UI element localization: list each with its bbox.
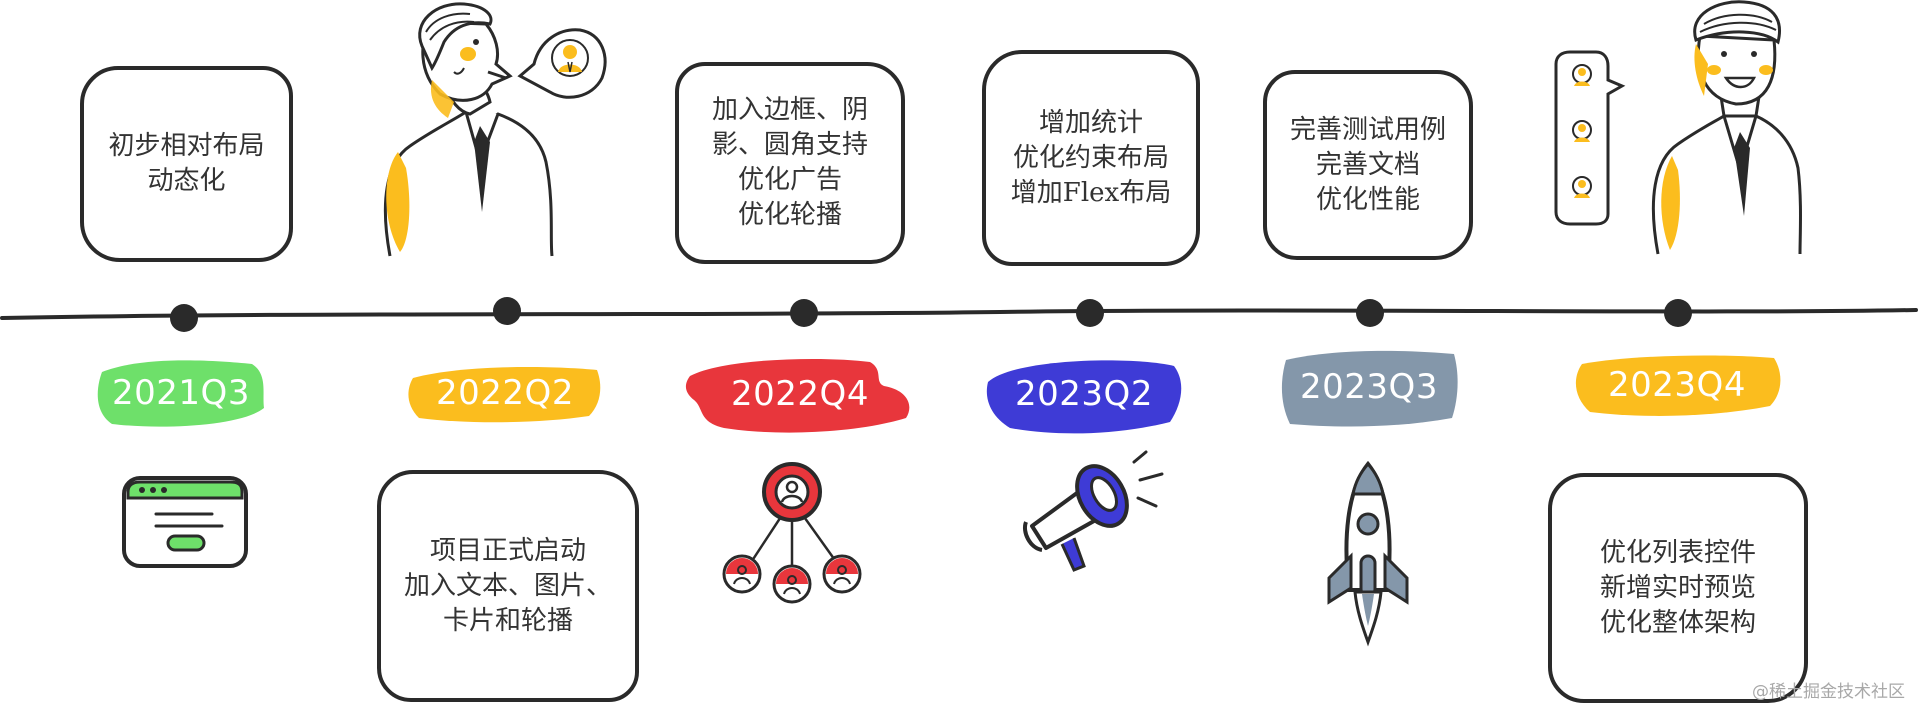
milestone-line: 优化整体架构 — [1600, 606, 1756, 641]
period-text: 2021Q3 — [112, 373, 250, 413]
period-text: 2022Q4 — [731, 374, 869, 414]
milestone-box-2023q3: 完善测试用例 完善文档 优化性能 — [1263, 70, 1473, 260]
period-text: 2023Q2 — [1015, 374, 1153, 414]
milestone-line: 优化列表控件 — [1600, 536, 1756, 571]
milestone-line: 完善测试用例 — [1290, 113, 1446, 148]
milestone-line: 加入文本、图片、 — [404, 569, 612, 604]
milestone-line: 动态化 — [147, 164, 225, 199]
milestone-line: 完善文档 — [1316, 148, 1420, 183]
timeline-dot-6 — [1664, 299, 1692, 327]
milestone-box-2023q4: 优化列表控件 新增实时预览 优化整体架构 — [1548, 473, 1808, 703]
team-network-icon — [718, 460, 868, 600]
browser-window-icon — [120, 474, 250, 570]
period-label-2023q2: 2023Q2 — [984, 352, 1184, 436]
milestone-line: 项目正式启动 — [430, 534, 586, 569]
milestone-box-2021q3: 初步相对布局 动态化 — [80, 66, 293, 262]
milestone-line: 增加Flex布局 — [1011, 176, 1171, 211]
milestone-line: 加入边框、阴 — [712, 93, 868, 128]
milestone-line: 优化广告 — [738, 163, 842, 198]
watermark-text: @稀土掘金技术社区 — [1752, 677, 1905, 702]
period-label-2022q4: 2022Q4 — [684, 352, 916, 436]
period-label-2022q2: 2022Q2 — [405, 360, 605, 426]
businessman-illustration-left — [370, 2, 610, 262]
period-label-2023q3: 2023Q3 — [1278, 346, 1460, 428]
period-label-2023q4: 2023Q4 — [1568, 352, 1786, 418]
milestone-line: 增加统计 — [1039, 106, 1143, 141]
milestone-line: 影、圆角支持 — [712, 128, 868, 163]
milestone-line: 优化约束布局 — [1013, 141, 1169, 176]
milestone-line: 新增实时预览 — [1600, 571, 1756, 606]
milestone-line: 优化轮播 — [738, 198, 842, 233]
timeline-dot-4 — [1076, 299, 1104, 327]
milestone-box-2022q4: 加入边框、阴 影、圆角支持 优化广告 优化轮播 — [675, 62, 905, 264]
milestone-line: 卡片和轮播 — [443, 604, 573, 639]
period-text: 2023Q3 — [1300, 367, 1438, 407]
timeline-dot-3 — [790, 299, 818, 327]
timeline-dot-1 — [170, 304, 198, 332]
milestone-line: 优化性能 — [1316, 183, 1420, 218]
businessman-illustration-right — [1548, 0, 1808, 260]
timeline-dot-5 — [1356, 299, 1384, 327]
timeline-dot-2 — [493, 297, 521, 325]
period-label-2021q3: 2021Q3 — [92, 352, 270, 434]
rocket-icon — [1323, 460, 1413, 650]
milestone-box-2022q2: 项目正式启动 加入文本、图片、 卡片和轮播 — [377, 470, 639, 702]
milestone-box-2023q2: 增加统计 优化约束布局 增加Flex布局 — [982, 50, 1200, 266]
period-text: 2023Q4 — [1608, 365, 1746, 405]
milestone-line: 初步相对布局 — [108, 129, 264, 164]
period-text: 2022Q2 — [436, 373, 574, 413]
megaphone-icon — [1022, 452, 1172, 582]
